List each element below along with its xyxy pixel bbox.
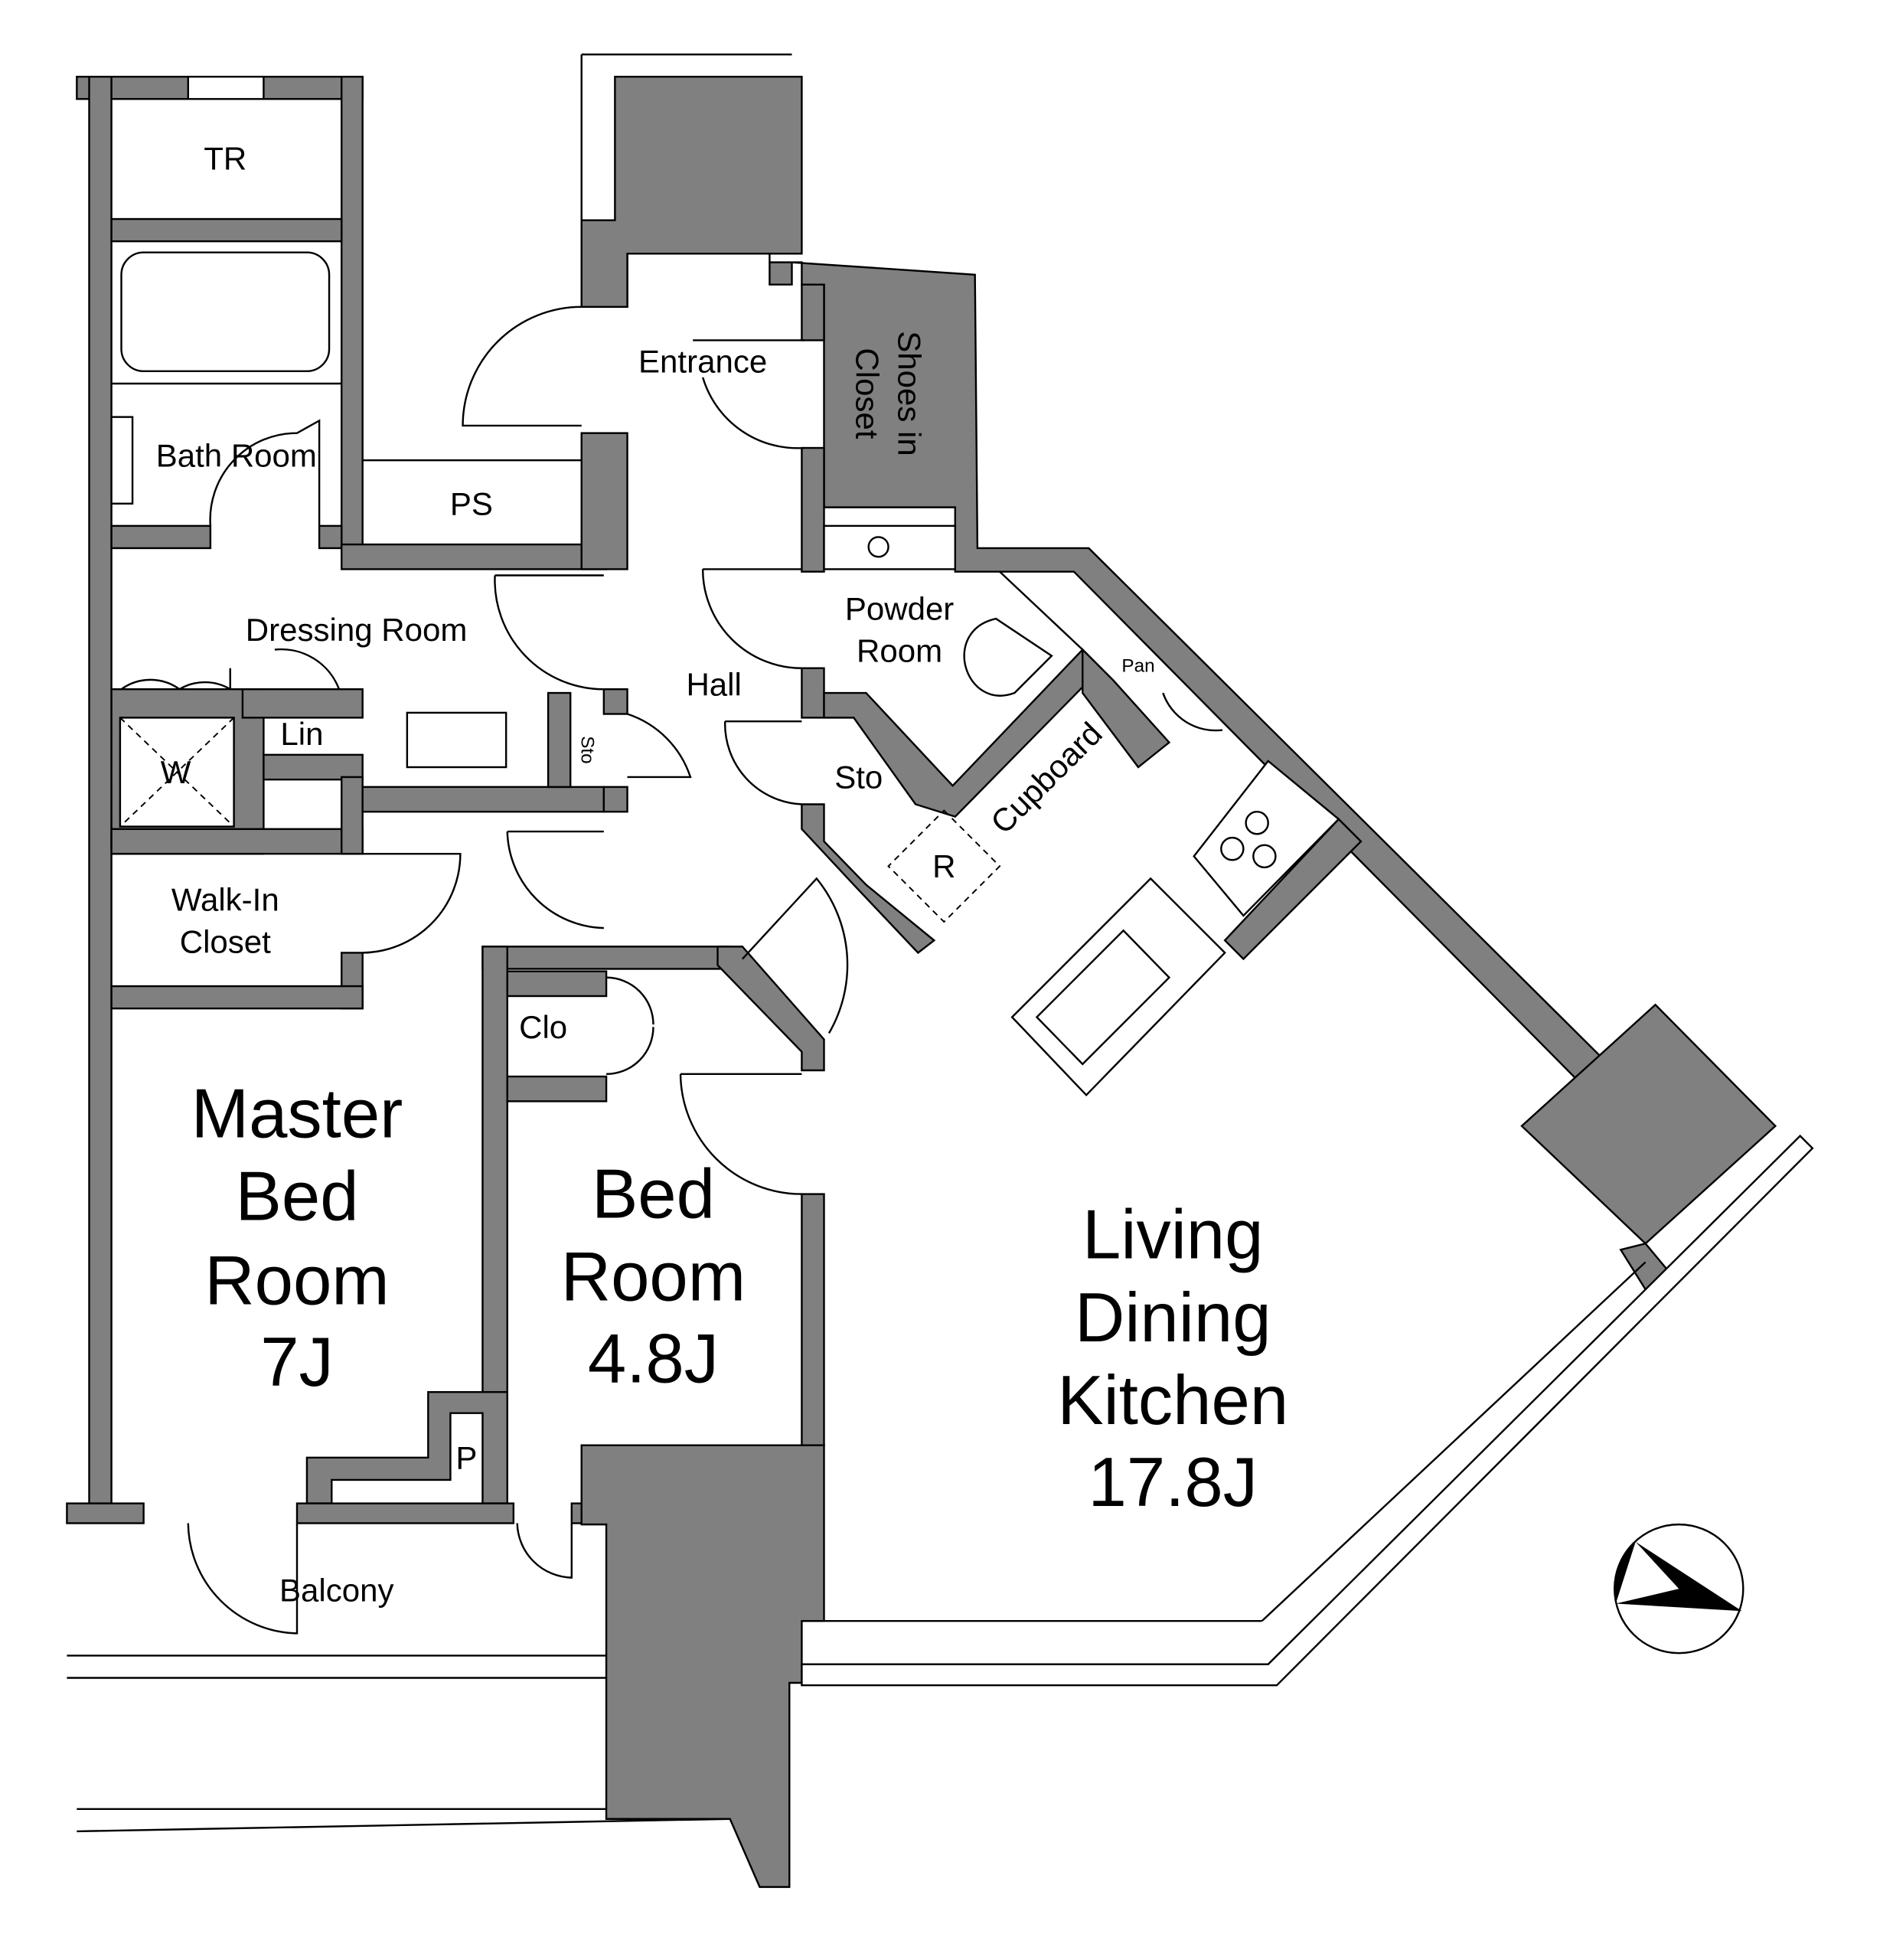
label-ldk-1: Living (1082, 1197, 1263, 1274)
label-master-2: Bed (235, 1158, 358, 1236)
label-ps: PS (450, 485, 493, 521)
label-tr: TR (204, 140, 246, 176)
window (187, 75, 265, 100)
windows-and-balcony (67, 53, 1814, 1833)
label-balcony: Balcony (279, 1572, 393, 1608)
label-powder-1: Powder (845, 591, 954, 627)
label-ldk-2: Dining (1075, 1279, 1271, 1357)
label-sto: Sto (834, 759, 883, 795)
north-compass-icon (1614, 1523, 1744, 1655)
label-master-3: Room (204, 1242, 389, 1319)
burner-icon (1252, 844, 1277, 869)
label-clo: Clo (519, 1009, 567, 1045)
label-washer: W (161, 754, 191, 790)
label-lin: Lin (280, 716, 323, 752)
stove (1193, 760, 1340, 917)
label-walk-in-2: Closet (180, 923, 271, 959)
burner-icon (1245, 810, 1269, 835)
sink-icon (867, 536, 889, 558)
label-sto-small: Sto (577, 736, 598, 763)
label-master-size: 7J (260, 1324, 334, 1401)
bathtub (120, 251, 331, 373)
label-pipe: P (455, 1439, 477, 1475)
doors (120, 305, 1223, 1635)
label-ldk-3: Kitchen (1057, 1362, 1288, 1439)
label-dressing-room: Dressing Room (246, 612, 468, 648)
label-refrigerator: R (932, 848, 955, 884)
label-master-1: Master (191, 1075, 403, 1152)
label-pantry: Pan (1121, 656, 1154, 677)
label-bath-room: Bath Room (156, 437, 317, 473)
label-bed-2: Room (561, 1239, 746, 1316)
fixtures (110, 251, 1340, 1097)
label-shoes-closet-2: Closet (850, 348, 886, 439)
label-bed-size: 4.8J (588, 1320, 719, 1397)
vanity (406, 711, 508, 769)
label-powder-2: Room (857, 633, 942, 669)
label-hall: Hall (686, 666, 741, 702)
burner-icon (1220, 836, 1245, 861)
kitchen-sink (1035, 929, 1171, 1066)
label-ldk-size: 17.8J (1088, 1444, 1258, 1521)
label-shoes-closet-1: Shoes in (891, 331, 927, 456)
refrigerator-space (887, 809, 1001, 923)
label-bed-1: Bed (592, 1155, 715, 1233)
walls (66, 75, 1777, 1888)
toilet (963, 617, 1053, 697)
label-walk-in-1: Walk-In (171, 881, 279, 917)
kitchen-island (1010, 877, 1226, 1097)
label-entrance: Entrance (638, 343, 767, 379)
